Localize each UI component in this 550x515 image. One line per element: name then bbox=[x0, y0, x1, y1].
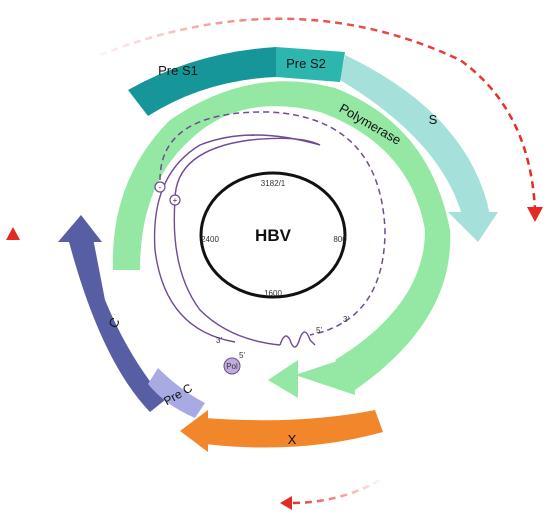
transcript-arrow-top bbox=[99, 17, 537, 211]
gene-polymerase-arrowhead bbox=[295, 355, 355, 395]
dna-inner-strand bbox=[173, 137, 321, 346]
gene-c-band bbox=[68, 238, 165, 412]
three-prime-right: 3' bbox=[343, 315, 349, 324]
five-prime-top: 5' bbox=[316, 326, 322, 335]
label-x: X bbox=[288, 432, 297, 447]
three-prime-left: 3' bbox=[216, 336, 222, 345]
dna-loop bbox=[279, 331, 316, 348]
minus-label: - bbox=[159, 183, 162, 192]
dna-minus-strand bbox=[159, 111, 386, 336]
transcript-arrowhead-bottom bbox=[280, 496, 292, 510]
gene-s-band bbox=[340, 55, 490, 215]
genome-title: HBV bbox=[255, 226, 292, 245]
plus-marker bbox=[169, 194, 181, 206]
transcript-arrowhead-left bbox=[6, 227, 20, 240]
gene-s-arrowhead bbox=[448, 212, 498, 242]
position-bottom: 1600 bbox=[264, 289, 282, 298]
label-pre-s2: Pre S2 bbox=[286, 56, 326, 71]
gene-x-arrowhead bbox=[180, 410, 208, 452]
five-prime-pol: 5' bbox=[239, 351, 245, 360]
gene-pre-s2-band bbox=[276, 47, 345, 82]
pol-protein bbox=[223, 357, 241, 375]
position-right: 800 bbox=[333, 235, 347, 244]
gene-x-band bbox=[205, 410, 383, 448]
label-s: S bbox=[429, 112, 438, 127]
position-left: 2400 bbox=[201, 235, 219, 244]
gene-pre-c-band bbox=[148, 368, 205, 418]
label-pre-s1: Pre S1 bbox=[158, 63, 198, 78]
transcript-arrow-bottom bbox=[289, 478, 381, 505]
transcript-arrowhead-top bbox=[527, 207, 543, 222]
minus-marker bbox=[154, 181, 166, 193]
gene-polymerase-tip bbox=[268, 360, 298, 398]
plus-label: + bbox=[173, 196, 178, 205]
genome-circle bbox=[199, 171, 347, 299]
gene-c-arrowhead bbox=[58, 215, 102, 242]
pol-label: Pol bbox=[226, 362, 238, 371]
position-top: 3182/1 bbox=[261, 179, 286, 188]
gene-pre-s1-band bbox=[128, 47, 276, 116]
